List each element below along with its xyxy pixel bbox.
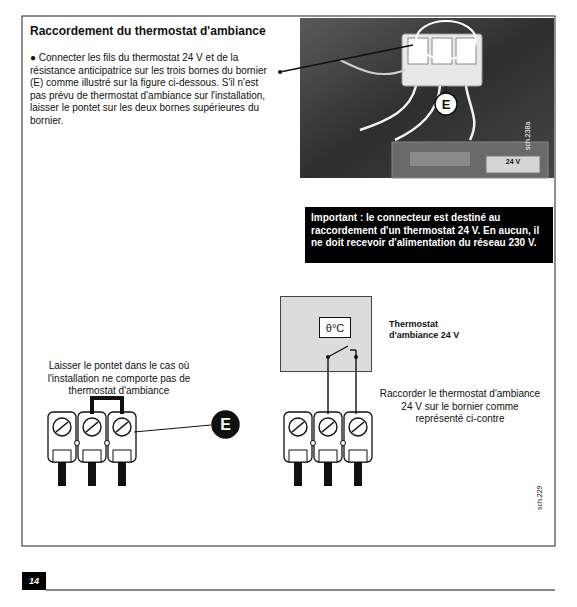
footer-rule (46, 590, 555, 591)
pointer-dot (278, 70, 282, 74)
pointer-line (280, 45, 413, 72)
thermostat-symbol: θ°C (319, 317, 351, 338)
callout-circle: E (434, 92, 458, 116)
switch-contact (354, 355, 358, 359)
thermostat-switch (328, 346, 356, 414)
note-text: Raccorder le thermostat d'ambiance 24 V … (378, 388, 542, 426)
node-text: E (220, 416, 231, 434)
page-number-box: 14 (22, 572, 46, 590)
page-title: Raccordement du thermostat d'ambiance (30, 24, 266, 38)
switch-contact (326, 355, 330, 359)
node-text: Important : le connecteur est destiné au… (311, 212, 547, 250)
body-text: ● Connecter les fils du thermostat 24 V … (30, 52, 276, 127)
note-text: Laisser le pontet dans le cas où l'insta… (28, 360, 210, 398)
jumper-wire (92, 398, 122, 414)
device-marking: 24 V (488, 158, 538, 165)
photo (300, 18, 554, 178)
node-text: Thermostat d'ambiance 24 V (389, 319, 471, 341)
node-text: 14 (29, 576, 39, 586)
node-text: θ°C (326, 322, 344, 334)
thermostat-housing (280, 296, 372, 372)
leader-line (446, 86, 447, 92)
page-frame (22, 16, 555, 546)
callout-circle: E (211, 410, 240, 439)
figure-ref: sch.238a (524, 122, 531, 150)
warning-box: Important : le connecteur est destiné au… (305, 207, 553, 263)
thermostat-box: Thermostat d'ambiance 24 Vθ°C (280, 296, 372, 372)
terminal-block (284, 412, 372, 486)
node-text: E (442, 97, 451, 112)
figure-ref: sch.229 (536, 485, 543, 510)
leader-line (134, 425, 211, 432)
terminal-block (48, 412, 136, 486)
